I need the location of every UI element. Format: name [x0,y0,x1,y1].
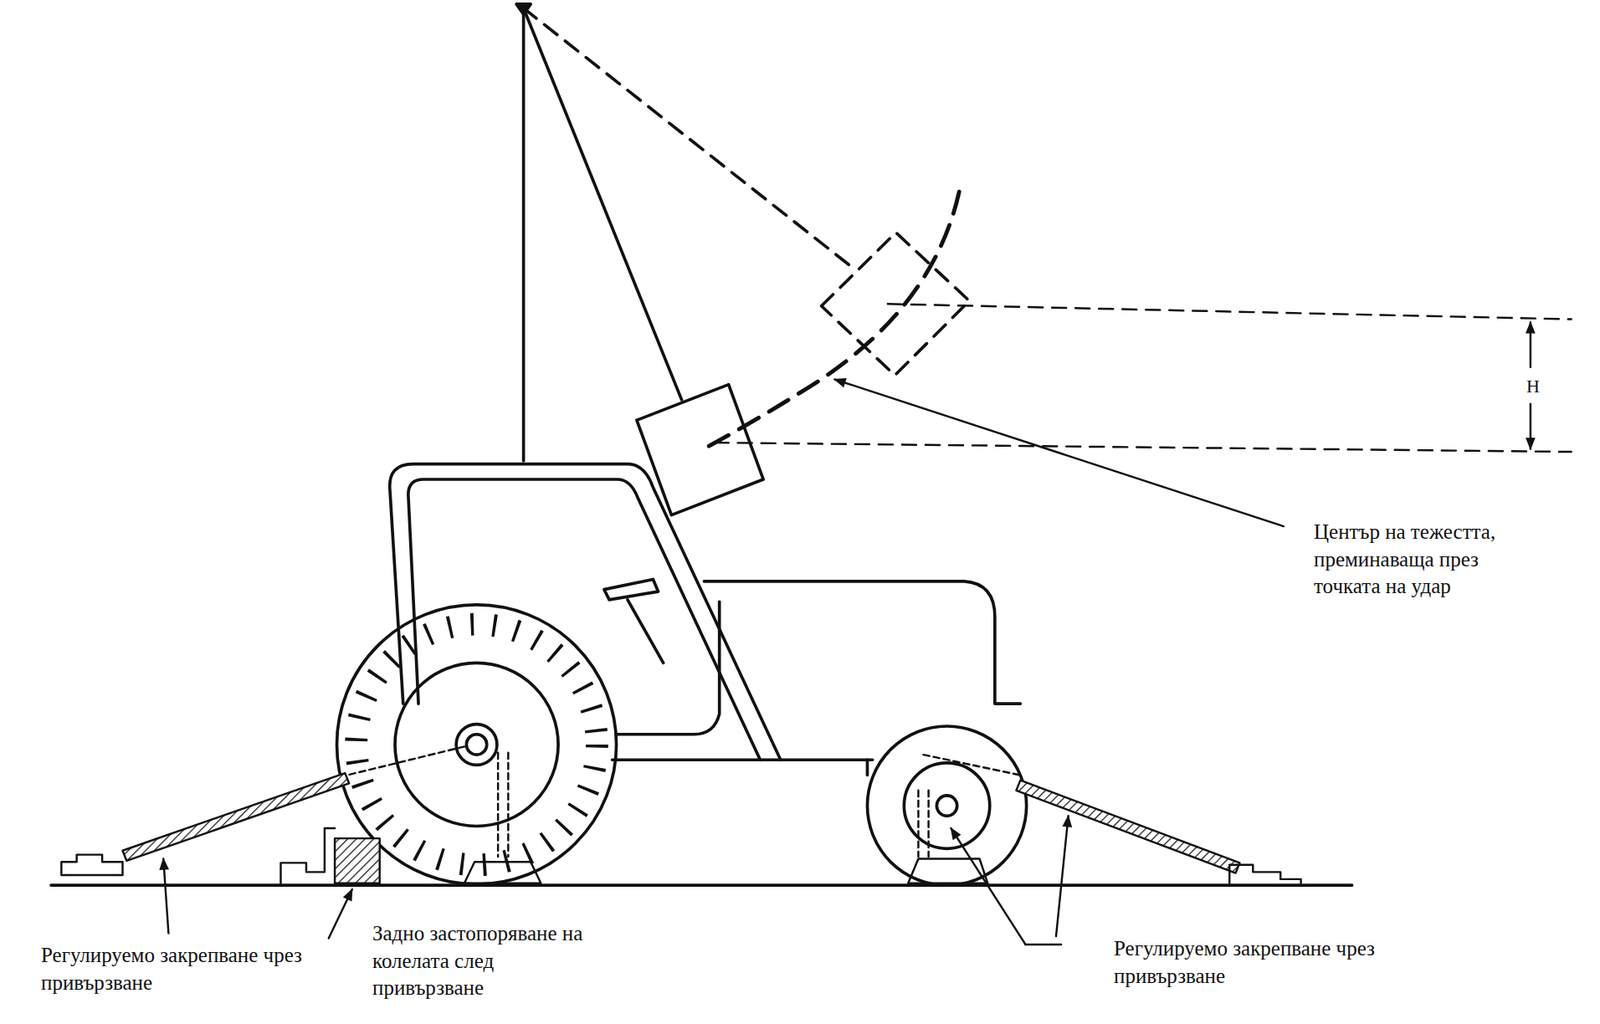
ground-line [51,883,1352,888]
callout-label: Задно застопоряване на колелата след при… [372,920,586,1003]
front-tie-down [950,780,1301,945]
callout-label: Регулируемо закрепване чрез привързване [1113,935,1382,990]
dimension-h [714,303,1572,452]
dimension-label: H [1523,373,1544,401]
tractor-body [389,464,1021,776]
leader-line [834,379,1283,528]
callout-label: Регулируемо закрепване чрез привързване [41,942,309,997]
wheel-chock [280,828,380,939]
callout-label: Център на тежестта, преминаваща през точ… [1313,518,1536,601]
pendulum [516,4,970,516]
rear-tie-down [61,746,465,934]
front-wheel [866,726,1026,886]
